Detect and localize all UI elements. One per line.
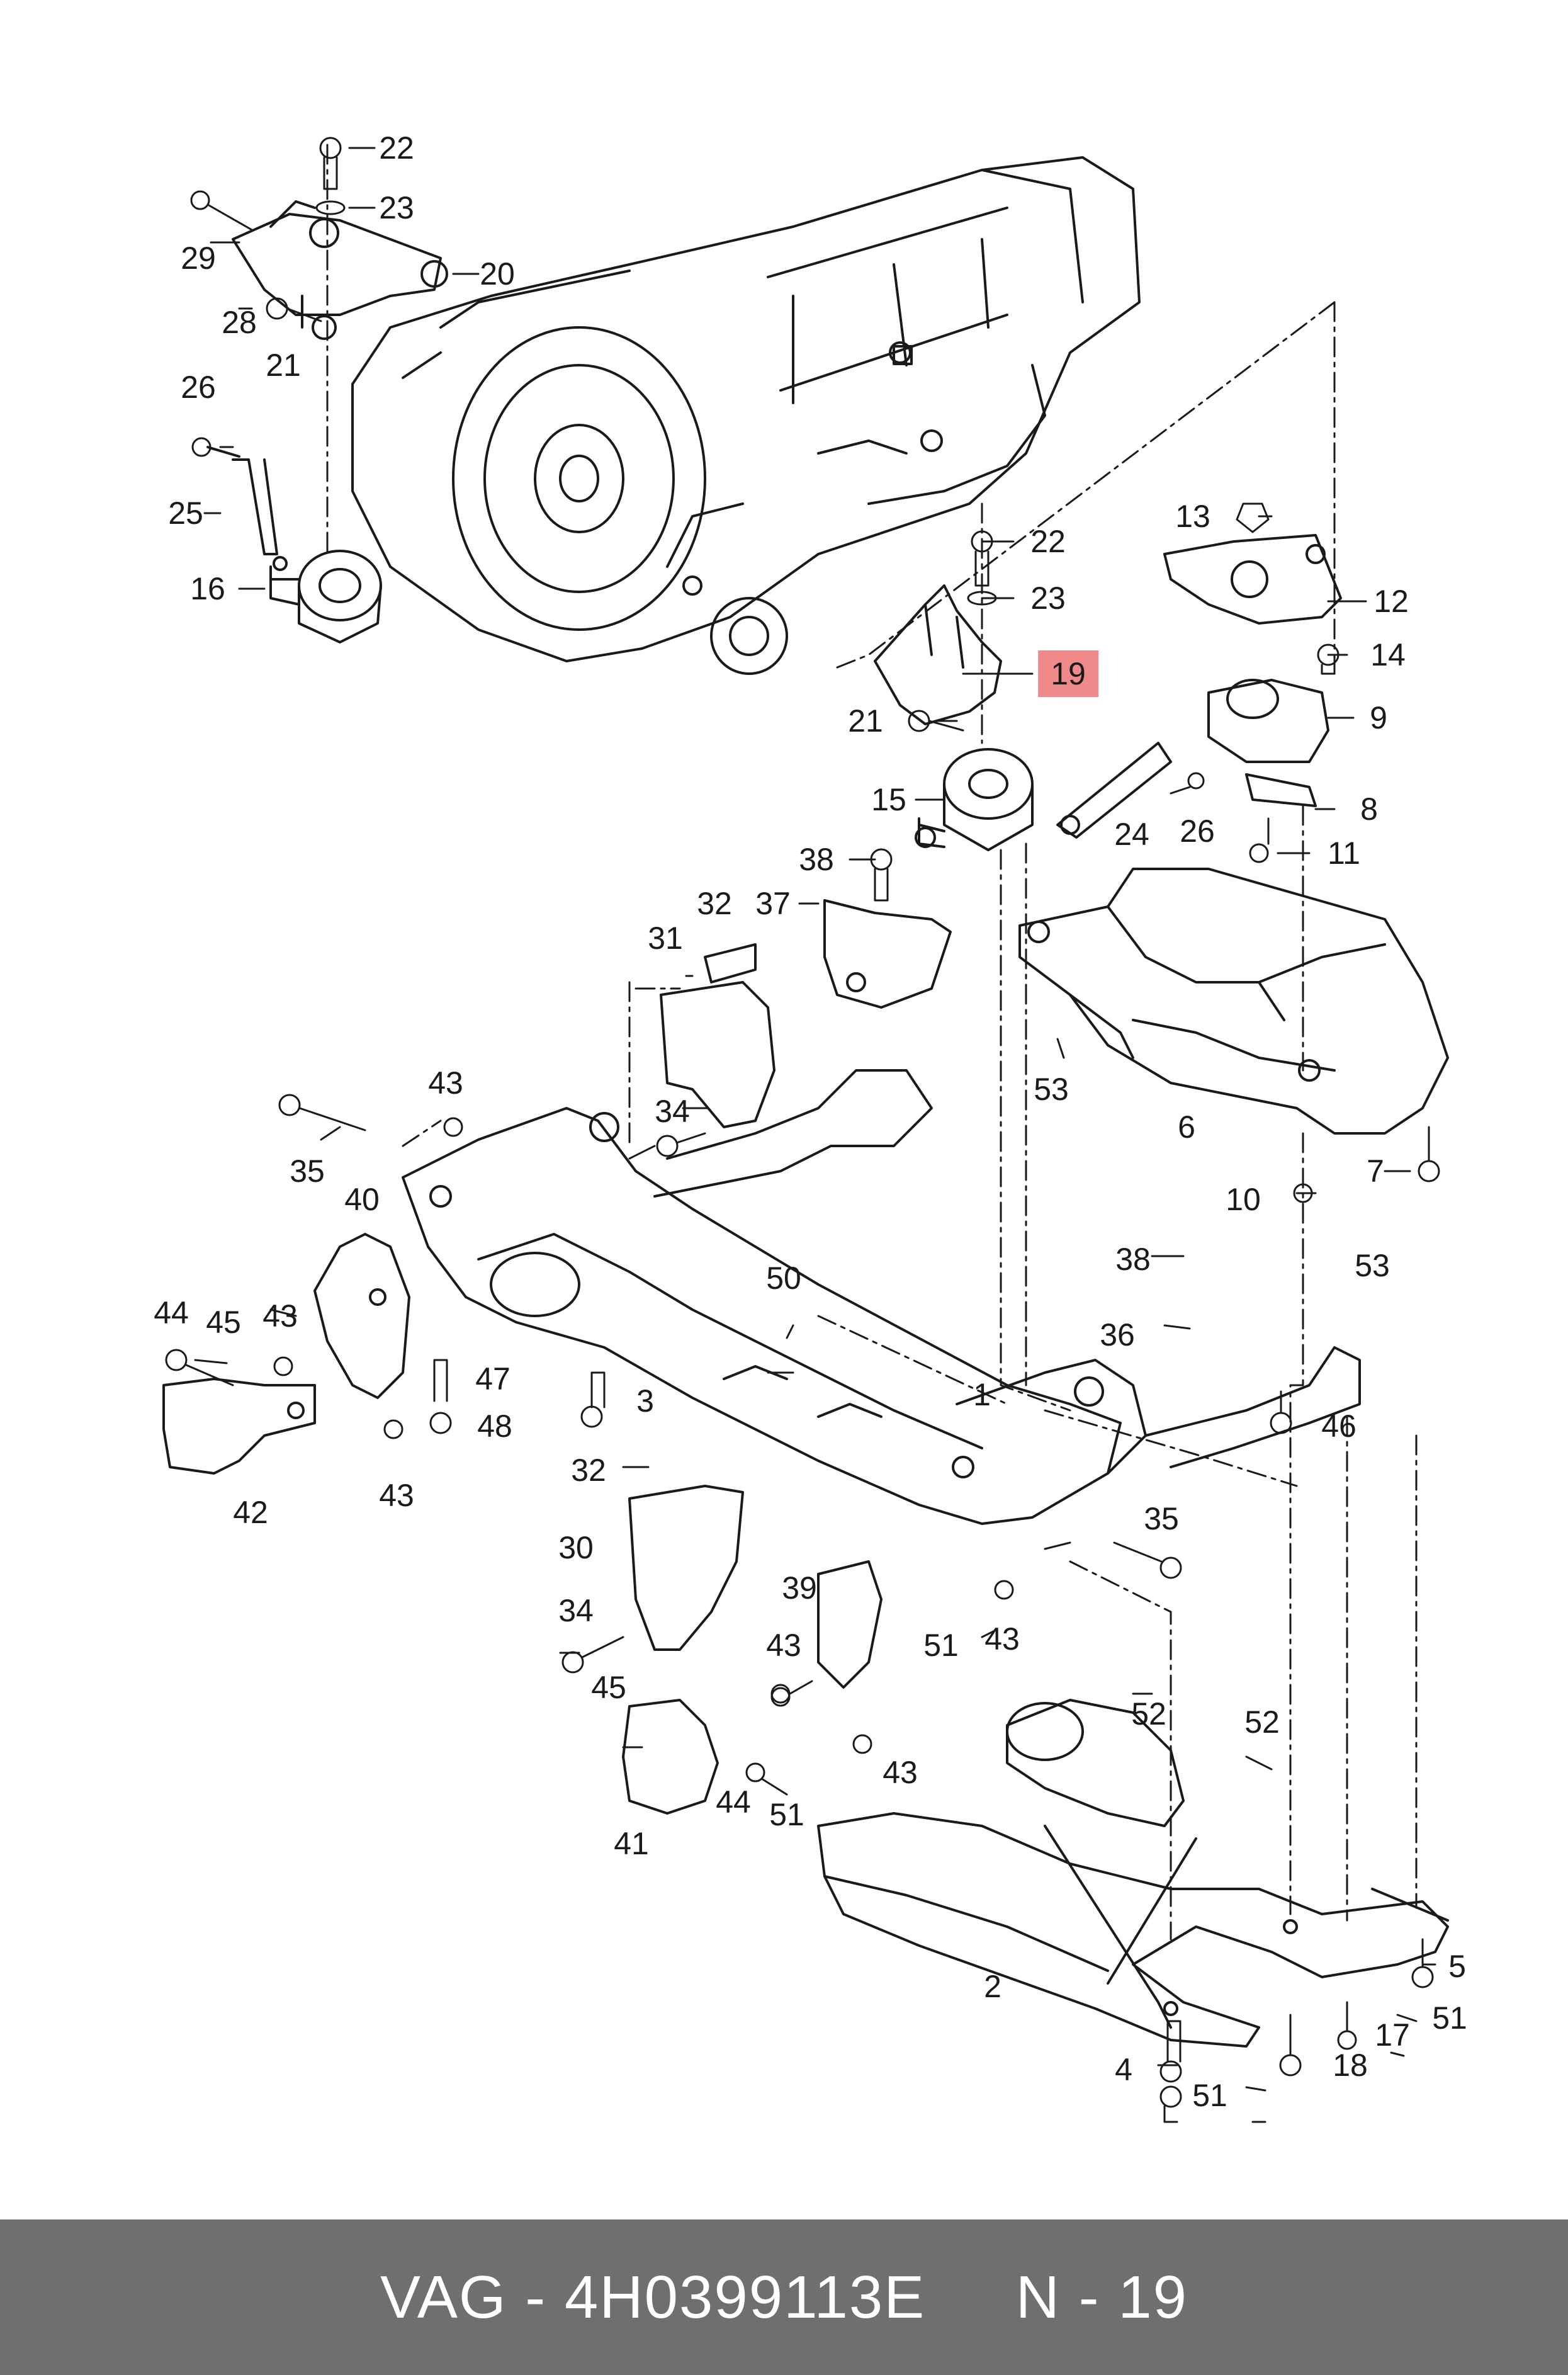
callout-48: 48	[477, 1409, 512, 1444]
callout-43-d: 43	[984, 1621, 1020, 1657]
callout-42: 42	[233, 1495, 268, 1530]
callout-26-b: 26	[1180, 813, 1215, 849]
callout-17: 17	[1375, 2017, 1410, 2053]
subframe-crossmember	[1018, 868, 1449, 1135]
mount-bracket-19	[874, 584, 1034, 851]
callout-44-a: 44	[154, 1295, 189, 1330]
callout-14: 14	[1370, 637, 1406, 672]
callout-28: 28	[222, 305, 257, 340]
callout-18: 18	[1333, 2048, 1368, 2083]
callout-35-b: 35	[1144, 1501, 1179, 1536]
callout-19-highlight: 19	[1038, 650, 1098, 697]
callout-35-a: 35	[290, 1153, 325, 1189]
callout-40: 40	[344, 1182, 380, 1217]
callout-37: 37	[755, 886, 791, 921]
callout-6: 6	[1178, 1109, 1195, 1145]
callout-34-b: 34	[558, 1593, 594, 1628]
callout-31: 31	[648, 921, 683, 956]
callout-3: 3	[636, 1383, 654, 1419]
callout-9: 9	[1370, 700, 1387, 735]
callout-15: 15	[871, 782, 906, 817]
leader-lines	[194, 147, 1436, 2123]
callout-4: 4	[1115, 2052, 1132, 2087]
callout-36: 36	[1100, 1317, 1135, 1352]
callout-32-a: 32	[697, 886, 732, 921]
callout-5: 5	[1448, 1949, 1466, 1984]
callout-23-a: 23	[379, 190, 414, 225]
footer-part-label: VAG - 4H0399113E N - 19	[380, 2263, 1188, 2332]
left-side-brackets	[162, 1233, 410, 1475]
callout-52-b: 52	[1244, 1704, 1280, 1740]
callout-16: 16	[190, 571, 225, 606]
callout-53-a: 53	[1034, 1072, 1069, 1107]
callout-51-d: 51	[1192, 2078, 1227, 2113]
callout-50: 50	[766, 1261, 801, 1296]
callout-52-a: 52	[1131, 1696, 1166, 1732]
callout-53-b: 53	[1355, 1248, 1390, 1283]
footer-gap	[925, 2264, 1015, 2331]
footer-part-number: 4H0399113E	[564, 2263, 926, 2331]
footer-ref-number: 19	[1118, 2263, 1188, 2331]
bracket-31-37	[660, 899, 952, 1128]
callout-51-a: 51	[923, 1628, 959, 1663]
callout-12: 12	[1373, 584, 1409, 619]
transmission-assembly	[351, 156, 1141, 675]
callout-7: 7	[1367, 1153, 1384, 1189]
right-mount-group	[1056, 534, 1342, 839]
footer-separator: -	[507, 2263, 565, 2331]
callout-44-b: 44	[716, 1784, 751, 1820]
footer-ref-prefix: N	[1015, 2263, 1061, 2331]
callout-2: 2	[984, 1969, 1001, 2004]
callout-13: 13	[1175, 499, 1210, 534]
callout-8: 8	[1360, 791, 1378, 827]
callout-38-b: 38	[1115, 1242, 1151, 1277]
callout-30: 30	[558, 1530, 594, 1565]
exploded-parts-diagram	[162, 137, 1449, 2123]
callout-51-c: 51	[1432, 2000, 1467, 2036]
callout-22-a: 22	[379, 130, 414, 166]
footer-separator-2: -	[1060, 2263, 1119, 2331]
callout-10: 10	[1226, 1182, 1261, 1217]
callout-24: 24	[1114, 817, 1149, 852]
callout-46: 46	[1321, 1409, 1356, 1444]
callout-34-a: 34	[655, 1094, 690, 1129]
callout-51-b: 51	[769, 1797, 804, 1832]
callout-25: 25	[168, 496, 203, 531]
fasteners	[165, 137, 1440, 2123]
footer-brand: VAG	[380, 2263, 507, 2331]
centre-lines	[326, 144, 1418, 1941]
callout-21-a: 21	[266, 348, 301, 383]
callout-20: 20	[480, 256, 515, 292]
callout-41: 41	[614, 1826, 649, 1861]
lower-frame-group	[622, 1485, 1449, 2048]
callout-39: 39	[782, 1570, 817, 1606]
callout-45-b: 45	[591, 1670, 626, 1705]
callout-11: 11	[1328, 836, 1360, 871]
callout-43-f: 43	[883, 1755, 918, 1790]
axle-crossmember	[402, 1069, 1361, 1525]
callout-23-b: 23	[1030, 581, 1066, 616]
footer-bar: VAG - 4H0399113E N - 19	[0, 2219, 1568, 2375]
callout-1: 1	[973, 1377, 991, 1412]
callout-26-a: 26	[181, 370, 216, 405]
callout-47: 47	[475, 1361, 510, 1397]
callout-45-a: 45	[206, 1305, 241, 1340]
callout-43-a: 43	[428, 1065, 463, 1101]
callout-43-e: 43	[766, 1628, 801, 1663]
callout-32-b: 32	[571, 1453, 606, 1488]
callout-43-b: 43	[262, 1298, 298, 1334]
callout-29: 29	[181, 241, 216, 276]
callout-21-b: 21	[848, 703, 883, 739]
callout-43-c: 43	[379, 1478, 414, 1513]
callout-38-a: 38	[799, 842, 834, 877]
callout-22-b: 22	[1030, 524, 1066, 559]
